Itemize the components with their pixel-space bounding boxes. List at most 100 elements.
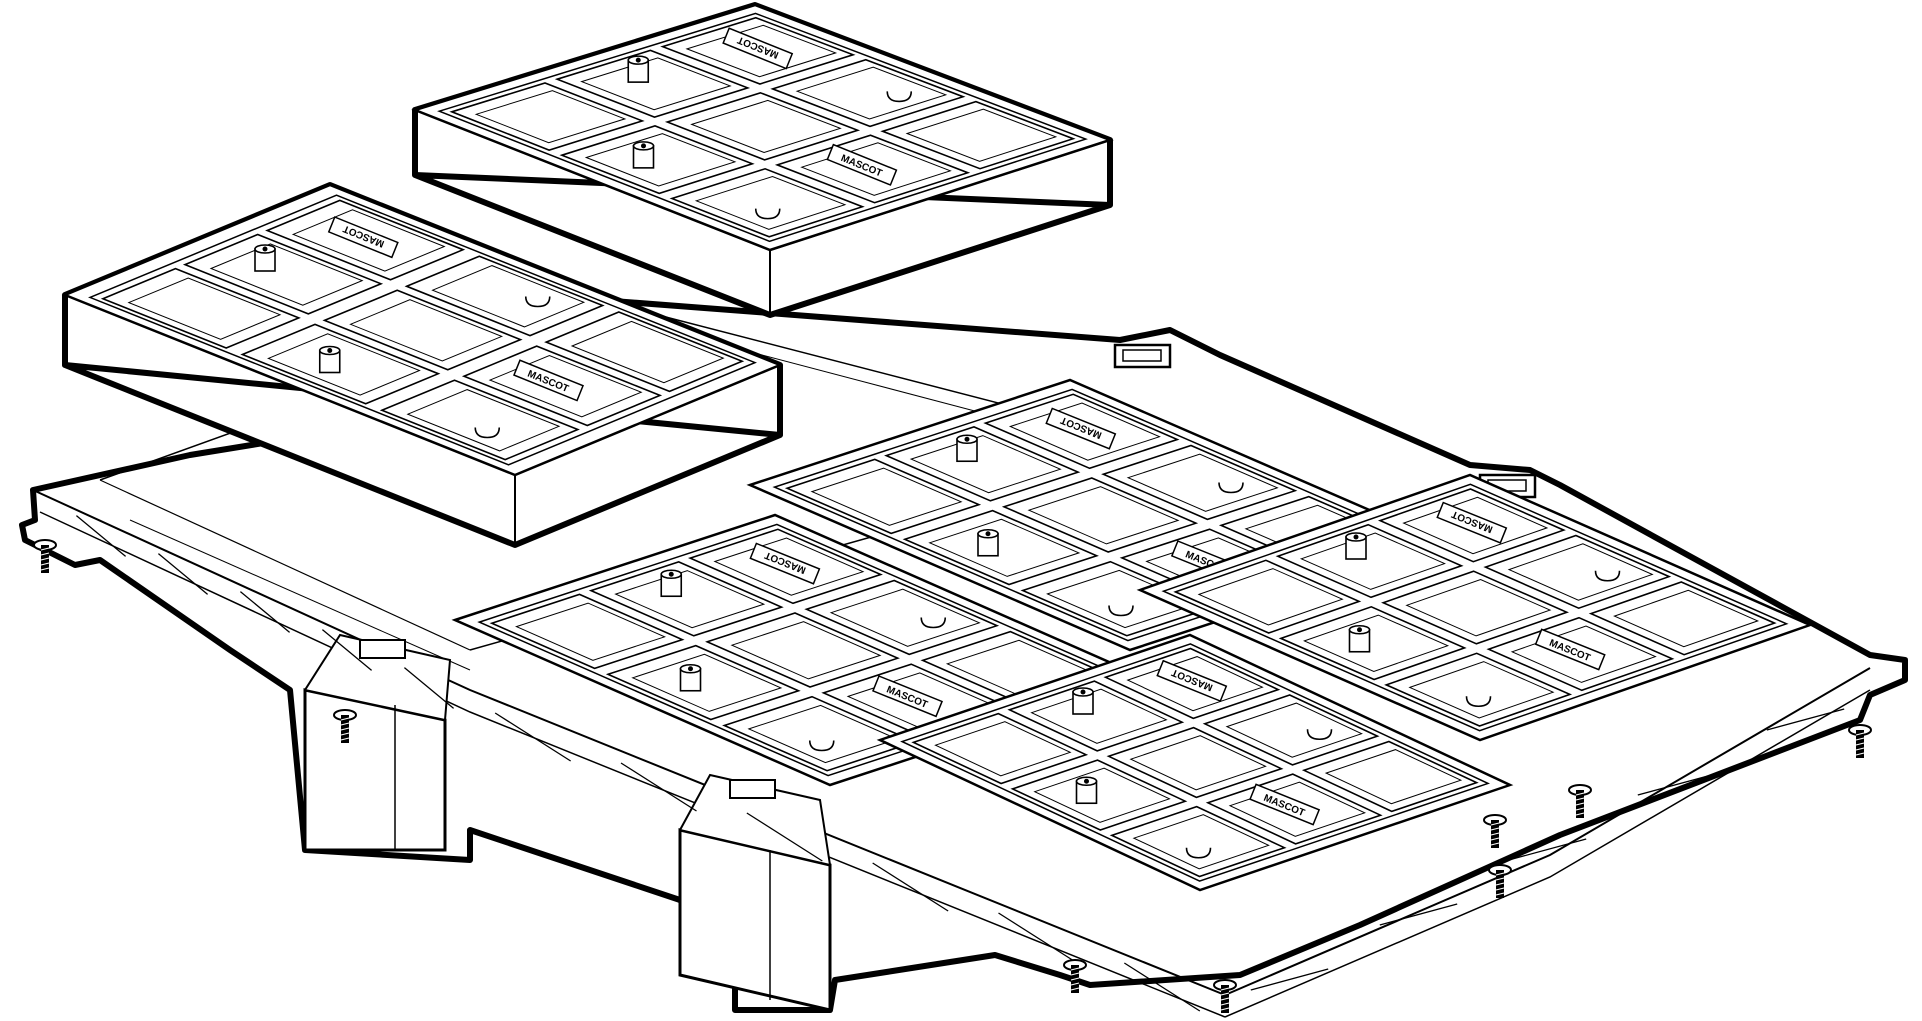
front-rail-bottom xyxy=(39,511,1226,1018)
grid-cell xyxy=(379,379,580,461)
grid-cell xyxy=(322,289,523,371)
support-block-back xyxy=(1113,343,1172,369)
grid-cell xyxy=(1278,605,1467,681)
grid-cell xyxy=(804,579,1000,656)
u-slot xyxy=(920,617,947,629)
grid-cell xyxy=(1588,581,1777,656)
frame-brace xyxy=(1508,838,1587,861)
mounting-boss xyxy=(1345,532,1367,560)
frame-brace xyxy=(620,762,697,812)
grid-cell xyxy=(554,49,751,118)
grid-cell xyxy=(489,593,685,670)
mascot-label: MASCOT xyxy=(1436,501,1508,544)
mounting-boss xyxy=(1075,776,1098,805)
u-slot xyxy=(886,91,913,103)
grid-cell xyxy=(1275,523,1464,599)
grid-cell xyxy=(1384,652,1573,727)
mounting-boss xyxy=(956,434,978,463)
frame-braces xyxy=(75,515,1845,1012)
frame-brace xyxy=(75,515,127,557)
u-slot xyxy=(754,208,781,220)
grid-cell xyxy=(784,458,982,535)
leveling-bolt xyxy=(1488,864,1512,898)
frame-brace xyxy=(157,553,209,595)
leveling-bolt xyxy=(33,539,57,573)
grid-cell xyxy=(902,509,1099,586)
frame-brace xyxy=(1379,903,1458,926)
mounting-boss xyxy=(977,528,999,557)
grid-cell xyxy=(884,426,1081,502)
mounting-boss xyxy=(1348,624,1371,653)
frame-brace xyxy=(746,812,823,862)
grid-cell xyxy=(705,612,900,688)
mounting-boss xyxy=(254,244,276,272)
leveling-bolt xyxy=(1063,959,1087,993)
grid-cell xyxy=(449,82,645,151)
mounting-boss xyxy=(1072,687,1094,715)
grid-cell xyxy=(1173,559,1362,634)
grid-cell xyxy=(559,125,755,195)
grid-cell xyxy=(1483,534,1672,610)
mascot-label: MASCOT xyxy=(749,542,821,585)
grid-cell xyxy=(669,167,865,238)
grid-cell xyxy=(664,91,861,161)
grid-cell xyxy=(1106,726,1284,799)
u-slot xyxy=(1218,482,1244,494)
u-slot xyxy=(524,296,551,308)
grid-cell xyxy=(1301,740,1479,813)
mounting-boss xyxy=(318,345,341,374)
support-pedestal-center xyxy=(678,773,832,1012)
u-slot xyxy=(1306,729,1333,741)
mounting-boss xyxy=(627,55,650,83)
support-pedestal-left xyxy=(303,633,452,852)
tray-grids: MASCOTMASCOTMASCOTMASCOTMASCOTMASCOTMASC… xyxy=(61,2,1814,892)
leveling-bolt xyxy=(1848,724,1872,758)
u-slot xyxy=(1185,847,1212,859)
right-rail-bottom xyxy=(1224,689,1871,1018)
u-slot xyxy=(1108,605,1134,617)
mounting-boss xyxy=(632,141,655,169)
grid-cell xyxy=(911,712,1089,785)
leveling-bolt xyxy=(1568,784,1592,818)
leveling-bolt xyxy=(1213,979,1237,1013)
leveling-bolt xyxy=(333,709,357,743)
left-channel xyxy=(99,479,471,651)
frame-brace xyxy=(1766,708,1845,731)
mounting-boss xyxy=(660,569,683,598)
grid-cell xyxy=(182,233,384,315)
frame-brace xyxy=(239,591,291,633)
grid-cell xyxy=(605,644,801,721)
frame-brace xyxy=(872,862,949,912)
grid-cell xyxy=(1007,680,1185,752)
grid-cell xyxy=(1010,759,1188,831)
grid-cell xyxy=(1202,694,1380,766)
u-slot xyxy=(474,427,501,439)
grid-cell xyxy=(880,100,1076,170)
front-rail-top xyxy=(32,489,1226,996)
grid-cell xyxy=(100,267,301,349)
frame-brace xyxy=(1123,962,1201,1012)
grid-cell xyxy=(1001,477,1199,553)
frame-brace xyxy=(1250,968,1329,991)
u-slot xyxy=(808,740,835,752)
frame-brace xyxy=(321,629,373,671)
left-channel-2 xyxy=(129,519,471,671)
grid-cell xyxy=(544,311,745,393)
leveling-bolt xyxy=(1483,814,1507,848)
frame-brace xyxy=(1637,773,1716,796)
frame-brace xyxy=(494,712,572,762)
u-slot xyxy=(1594,570,1621,582)
u-slot xyxy=(1465,696,1492,708)
grid-cell xyxy=(404,255,605,337)
grid-cell xyxy=(1109,805,1287,878)
frame-brace xyxy=(403,667,455,709)
frame-brace xyxy=(998,912,1075,962)
right-rail-top xyxy=(1224,667,1871,996)
grid-cell xyxy=(588,561,784,637)
mounting-boss xyxy=(679,663,702,692)
